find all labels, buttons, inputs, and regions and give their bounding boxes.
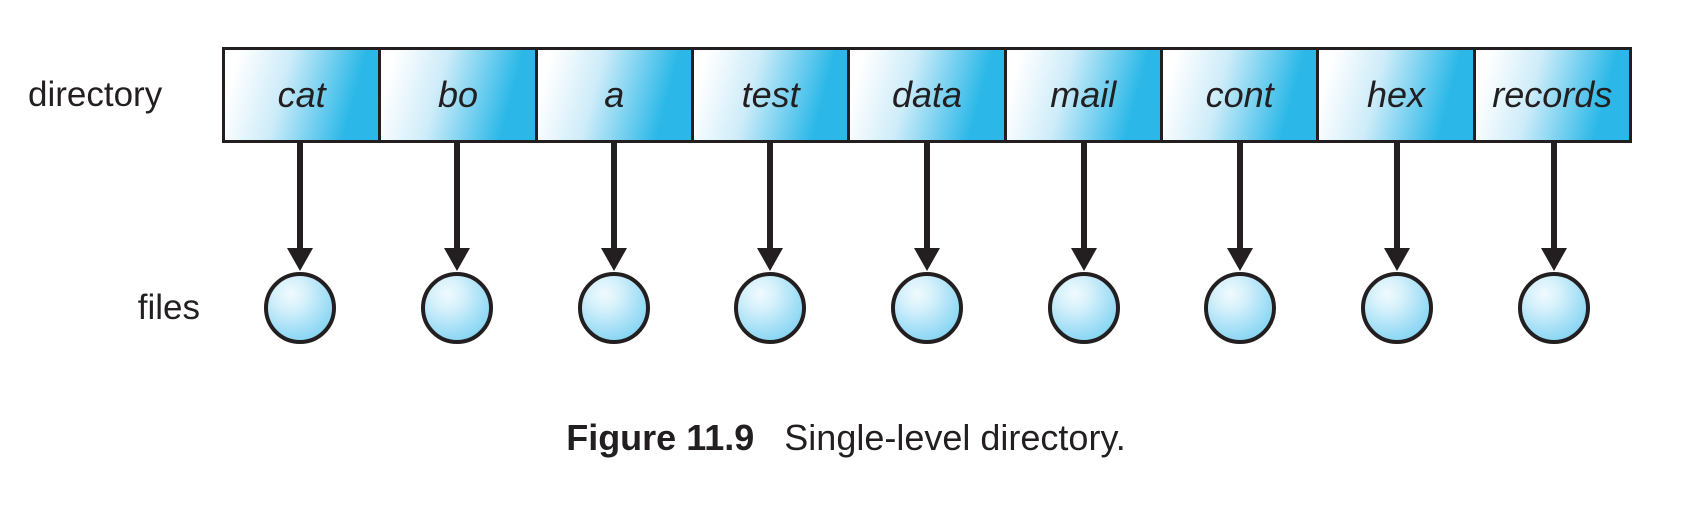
file-link: [1005, 143, 1162, 344]
directory-entry-cell: bo: [378, 47, 538, 143]
directory-row-label: directory: [28, 75, 163, 114]
arrow-shaft: [767, 143, 774, 248]
directory-entry-cell: a: [534, 47, 694, 143]
directory-entry-cell: mail: [1003, 47, 1163, 143]
file-link: [535, 143, 692, 344]
arrow-down-icon: [444, 143, 470, 271]
file-node: [1204, 272, 1277, 344]
arrow-head: [600, 248, 627, 271]
file-node: [421, 272, 493, 344]
file-links-row: [222, 143, 1632, 344]
directory-entry-cell: data: [847, 47, 1007, 143]
arrow-shaft: [297, 143, 304, 248]
figure-caption-number: Figure 11.9: [566, 417, 755, 458]
arrow-down-icon: [1070, 143, 1097, 271]
arrow-head: [287, 248, 314, 271]
directory-entry-cell: hex: [1316, 47, 1476, 143]
directory-entry-cell: cont: [1159, 47, 1320, 143]
arrow-down-icon: [914, 143, 941, 271]
arrow-head: [1227, 248, 1254, 271]
arrow-head: [1070, 248, 1097, 271]
arrow-shaft: [1080, 143, 1087, 248]
figure-caption: Figure 11.9 Single-level directory.: [0, 417, 1692, 459]
file-node: [264, 272, 337, 344]
file-link: [1475, 143, 1632, 344]
file-link: [1162, 143, 1319, 344]
arrow-head: [444, 248, 470, 271]
file-node: [1047, 272, 1120, 344]
file-node: [734, 272, 807, 344]
file-link: [849, 143, 1006, 344]
arrow-down-icon: [600, 143, 627, 271]
file-node: [1517, 272, 1590, 344]
arrow-shaft: [924, 143, 931, 248]
arrow-shaft: [1237, 143, 1244, 248]
arrow-down-icon: [757, 143, 784, 271]
arrow-down-icon: [287, 143, 314, 271]
arrow-down-icon: [1227, 143, 1254, 271]
arrow-down-icon: [1384, 143, 1411, 271]
file-link: [692, 143, 849, 344]
directory-entry-cell: records: [1472, 47, 1632, 143]
arrow-head: [757, 248, 784, 271]
arrow-head: [1540, 248, 1567, 271]
figure-caption-text: Single-level directory.: [784, 417, 1126, 458]
directory-entry-cell: test: [690, 47, 851, 143]
directory-entries-row: cat bo a test data mail cont hex records: [222, 47, 1632, 143]
arrow-down-icon: [1540, 143, 1567, 271]
files-row-label: files: [137, 288, 200, 327]
file-node: [577, 272, 650, 344]
file-node: [1361, 272, 1434, 344]
file-link: [1319, 143, 1476, 344]
arrow-head: [1384, 248, 1411, 271]
arrow-head: [914, 248, 941, 271]
file-node: [891, 272, 964, 344]
file-link: [379, 143, 536, 344]
arrow-shaft: [1394, 143, 1401, 248]
directory-entry-cell: cat: [222, 47, 382, 143]
arrow-shaft: [610, 143, 617, 248]
file-link: [222, 143, 379, 344]
arrow-shaft: [454, 143, 460, 248]
arrow-shaft: [1550, 143, 1557, 248]
